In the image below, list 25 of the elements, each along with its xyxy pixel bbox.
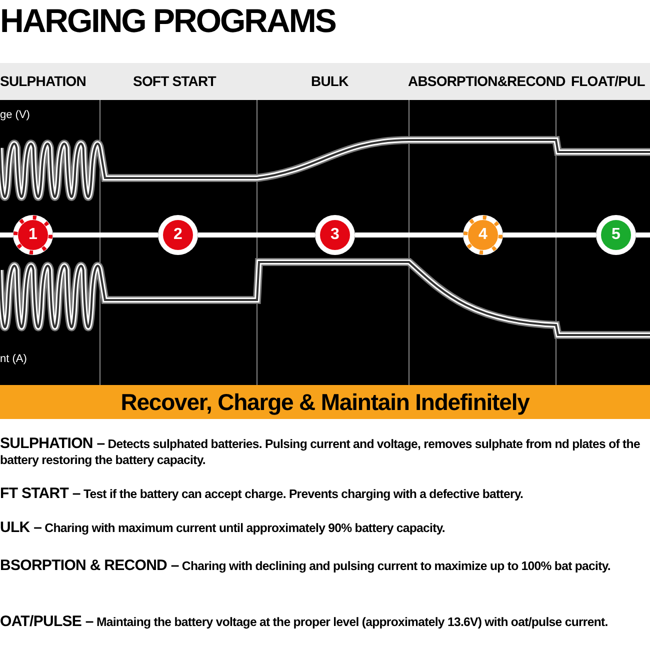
connector-line — [198, 232, 315, 238]
step-circle: 1 — [13, 215, 53, 255]
step-circle: 5 — [596, 215, 636, 255]
connector-line — [0, 232, 13, 238]
connector-line — [355, 232, 463, 238]
description-text: BSORPTION & RECOND – Charing with declining and pulsing current to maximize up to 100% bat pacity. — [0, 558, 612, 574]
axis-label: ge (V) — [0, 109, 30, 121]
step-circle: 3 — [315, 215, 355, 255]
connector-line — [503, 232, 596, 238]
step-circle: 2 — [158, 215, 198, 255]
description-text: OAT/PULSE – Maintaing the battery voltage at the proper level (approximately 13.6V) with oat/pulse current. — [0, 614, 609, 630]
stage-heading: ABSORPTION&RECOND — [408, 73, 566, 89]
stage-heading: BULK — [311, 73, 348, 89]
banner: Recover, Charge & Maintain Indefinitely — [0, 385, 650, 419]
stage-heading: SULPHATION — [0, 73, 86, 89]
connector-line — [636, 232, 650, 238]
stage-heading: SOFT START — [133, 73, 216, 89]
description-text: FT START – Test if the battery can accept charge. Prevents charging with a defective battery. — [0, 486, 524, 502]
connector-line — [53, 232, 158, 238]
axis-label: nt (A) — [0, 353, 27, 365]
description-text: SULPHATION – Detects sulphated batteries. Pulsing current and voltage, removes sulphate from nd plates of the battery restoring the battery capacity. — [0, 436, 641, 468]
stage-heading: FLOAT/PUL — [571, 73, 645, 89]
title: HARGING PROGRAMS — [0, 2, 336, 40]
description-text: ULK – Charing with maximum current until approximately 90% battery capacity. — [0, 520, 446, 536]
step-circle: 4 — [463, 215, 503, 255]
